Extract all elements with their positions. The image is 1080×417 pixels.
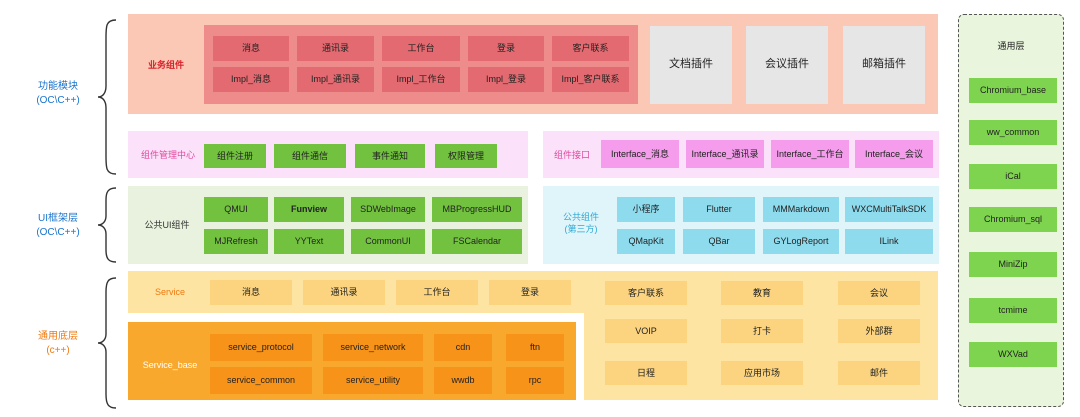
ui-brace [97,187,117,263]
business-item: 登录 [468,36,544,61]
manager-item: 组件注册 [204,144,266,168]
service-base-item: cdn [434,334,492,361]
layer-func-label: 功能模块 (OC\C++) [18,80,98,107]
service-title: Service [154,286,185,297]
service-base-item: wwdb [434,367,492,394]
manager-item: 权限管理 [435,144,497,168]
service-right-item: VOIP [605,319,687,343]
business-item: 消息 [213,36,289,61]
plugin-meeting: 会议插件 [746,26,828,104]
manager-title: 组件管理中心 [140,149,195,160]
common-item: ww_common [969,120,1057,145]
service-base-item: rpc [506,367,564,394]
func-brace [97,19,117,175]
service-base-item: service_common [210,367,312,394]
common-item: WXVad [969,342,1057,367]
layer-ui-title: UI框架层 [38,213,78,224]
common-item: iCal [969,164,1057,189]
third-title-line1: 公共组件 [562,212,599,222]
service-item: 工作台 [396,280,478,305]
service-base-item: service_network [323,334,423,361]
service-base-item: ftn [506,334,564,361]
public-ui-item: FSCalendar [432,229,522,254]
business-title: 业务组件 [147,59,184,70]
business-impl-item: Impl_通讯录 [297,67,374,92]
business-impl-item: Impl_登录 [468,67,544,92]
iface-item: Interface_消息 [601,140,679,168]
iface-item: Interface_会议 [855,140,933,168]
service-right-item: 应用市场 [721,361,803,385]
third-item: WXCMultiTalkSDK [845,197,933,222]
public-ui-item: QMUI [204,197,268,222]
third-item: QMapKit [617,229,675,254]
plugin-doc: 文档插件 [650,26,732,104]
layer-ui-label: UI框架层 (OC\C++) [18,212,98,239]
third-item: GYLogReport [763,229,839,254]
business-item: 客户联系 [552,36,629,61]
public-ui-item: SDWebImage [351,197,425,222]
service-item: 通讯录 [303,280,385,305]
third-title: 公共组件 (第三方) [546,211,616,235]
business-impl-item: Impl_客户联系 [552,67,629,92]
layer-base-label: 通用底层 (c++) [18,330,98,357]
plugin-mail: 邮箱插件 [843,26,925,104]
service-base-title: Service_base [142,359,198,370]
business-impl-item: Impl_消息 [213,67,289,92]
service-right-item: 教育 [721,281,803,305]
service-right-item: 会议 [838,281,920,305]
manager-item: 事件通知 [355,144,425,168]
public-ui-item: Funview [274,197,344,222]
service-right-item: 打卡 [721,319,803,343]
business-item: 通讯录 [297,36,374,61]
iface-item: Interface_通讯录 [686,140,764,168]
third-item: MMMarkdown [763,197,839,222]
common-item: tcmime [969,298,1057,323]
layer-func-sub: (OC\C++) [36,94,80,106]
service-right-item: 客户联系 [605,281,687,305]
layer-ui-sub: (OC\C++) [36,226,80,238]
third-item: ILink [845,229,933,254]
common-item: Chromium_sql [969,207,1057,232]
service-right-item: 外部群 [838,319,920,343]
third-item: QBar [683,229,755,254]
layer-func-title: 功能模块 [38,81,78,92]
service-item: 消息 [210,280,292,305]
iface-item: Interface_工作台 [771,140,849,168]
business-impl-item: Impl_工作台 [382,67,460,92]
service-right-item: 日程 [605,361,687,385]
service-base-item: service_utility [323,367,423,394]
third-item: Flutter [683,197,755,222]
common-item: MiniZip [969,252,1057,277]
public-ui-item: CommonUI [351,229,425,254]
base-brace [97,277,117,409]
public-ui-item: YYText [274,229,344,254]
iface-title: 组件接口 [553,149,590,160]
business-item: 工作台 [382,36,460,61]
public-ui-item: MJRefresh [204,229,268,254]
common-item: Chromium_base [969,78,1057,103]
third-item: 小程序 [617,197,675,222]
layer-base-title: 通用底层 [38,331,78,342]
public-ui-item: MBProgressHUD [432,197,522,222]
common-title: 通用层 [997,40,1025,51]
service-base-item: service_protocol [210,334,312,361]
service-right-item: 邮件 [838,361,920,385]
third-title-line2: (第三方) [564,224,598,235]
public-ui-title: 公共UI组件 [144,219,190,230]
manager-item: 组件通信 [274,144,346,168]
service-item: 登录 [489,280,571,305]
layer-base-sub: (c++) [46,344,70,356]
